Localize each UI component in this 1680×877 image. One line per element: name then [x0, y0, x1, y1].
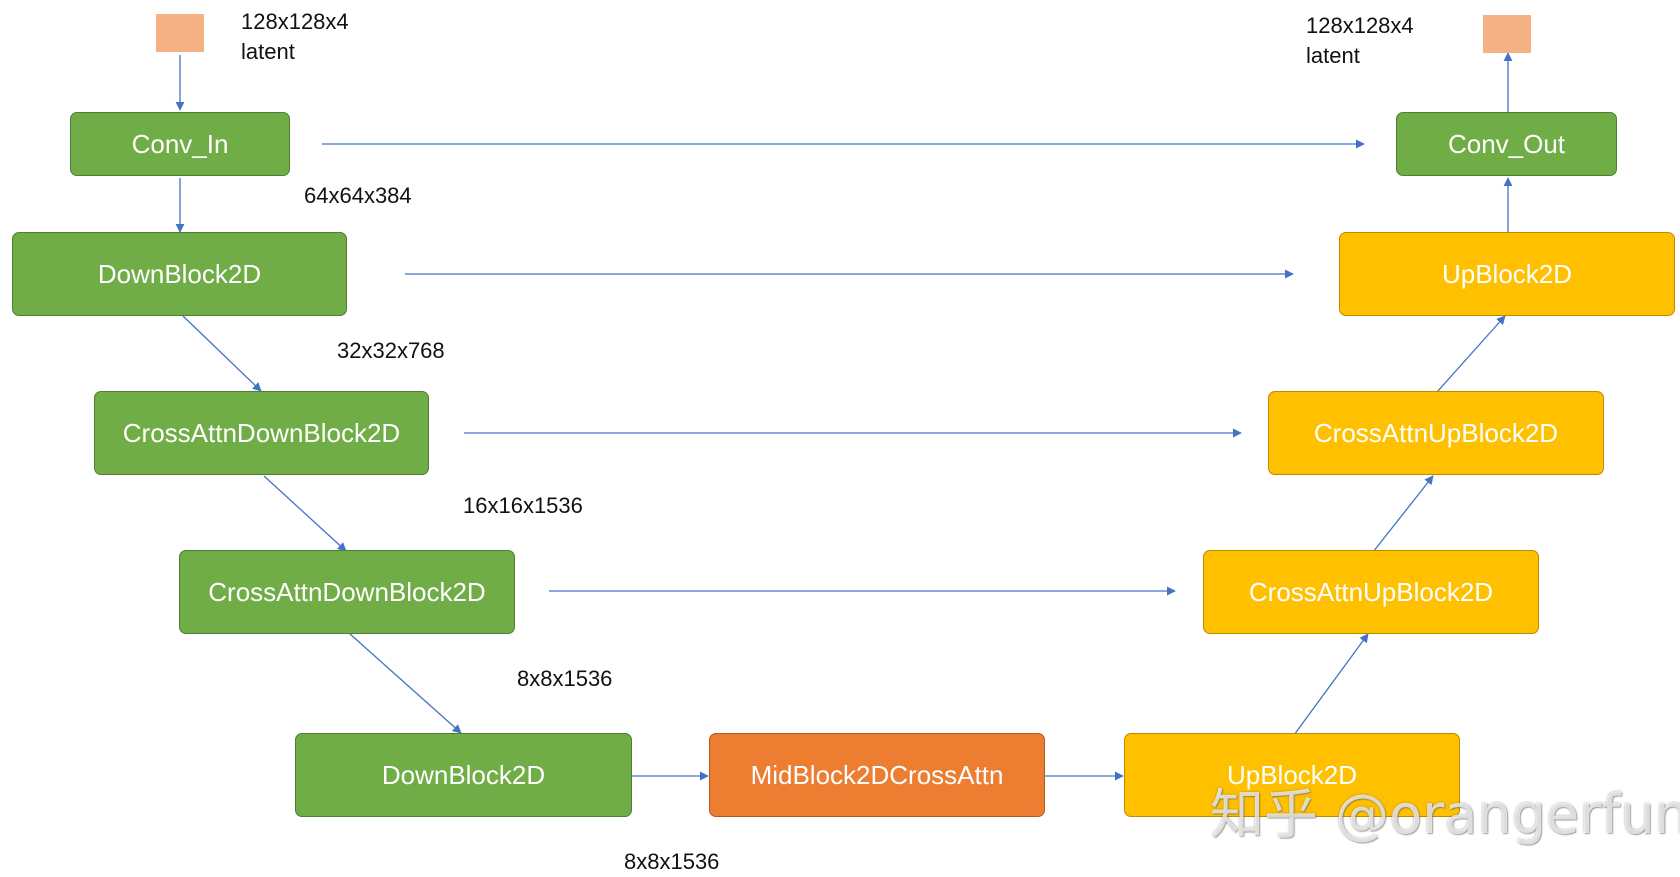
cross-attn-up-block-2-label: CrossAttnUpBlock2D	[1313, 417, 1559, 448]
down-block-1: DownBlock2D	[12, 232, 347, 316]
output-latent-square	[1483, 15, 1531, 53]
up-block-1: UpBlock2D	[1124, 733, 1460, 817]
up-block-2: UpBlock2D	[1339, 232, 1675, 316]
cross-attn-down-block-1: CrossAttnDownBlock2D	[94, 391, 429, 475]
dim-label-4: 8x8x1536	[517, 666, 613, 691]
conv-out-label: Conv_Out	[1447, 128, 1566, 159]
arrow-up3-to-up4	[1436, 315, 1506, 393]
arrow-down2-to-down3	[263, 475, 347, 552]
cross-attn-up-block-2: CrossAttnUpBlock2D	[1268, 391, 1604, 475]
cross-attn-down-block-2-label: CrossAttnDownBlock2D	[208, 576, 486, 607]
conv-out-block: Conv_Out	[1396, 112, 1617, 176]
input-latent-square	[156, 14, 204, 52]
down-block-1-label: DownBlock2D	[97, 258, 262, 289]
down-block-2: DownBlock2D	[295, 733, 632, 817]
up-block-2-label: UpBlock2D	[1441, 258, 1573, 289]
mid-block-label: MidBlock2DCrossAttn	[750, 759, 1004, 790]
up-block-1-label: UpBlock2D	[1226, 759, 1358, 790]
input-shape-label: 128x128x4	[241, 9, 349, 34]
mid-block: MidBlock2DCrossAttn	[709, 733, 1045, 817]
dim-label-mid: 8x8x1536	[624, 849, 720, 874]
dim-label-3: 16x16x1536	[463, 493, 583, 518]
output-name-label: latent	[1306, 43, 1360, 68]
dim-label-1: 64x64x384	[304, 183, 412, 208]
conv-in-label: Conv_In	[131, 128, 229, 159]
input-name-label: latent	[241, 39, 295, 64]
dim-label-2: 32x32x768	[337, 338, 445, 363]
cross-attn-up-block-1: CrossAttnUpBlock2D	[1203, 550, 1539, 634]
arrow-down1-to-down2	[182, 315, 262, 392]
arrow-down3-to-down4	[349, 633, 462, 734]
watermark: 知乎 @orangerfun	[1210, 783, 1680, 846]
arrow-up1-to-up2	[1293, 633, 1369, 736]
conv-in-block: Conv_In	[70, 112, 290, 176]
output-shape-label: 128x128x4	[1306, 13, 1414, 38]
arrow-up2-to-up3	[1372, 475, 1434, 553]
cross-attn-down-block-2: CrossAttnDownBlock2D	[179, 550, 515, 634]
down-block-2-label: DownBlock2D	[381, 759, 546, 790]
cross-attn-down-block-1-label: CrossAttnDownBlock2D	[122, 417, 401, 448]
cross-attn-up-block-1-label: CrossAttnUpBlock2D	[1248, 576, 1494, 607]
